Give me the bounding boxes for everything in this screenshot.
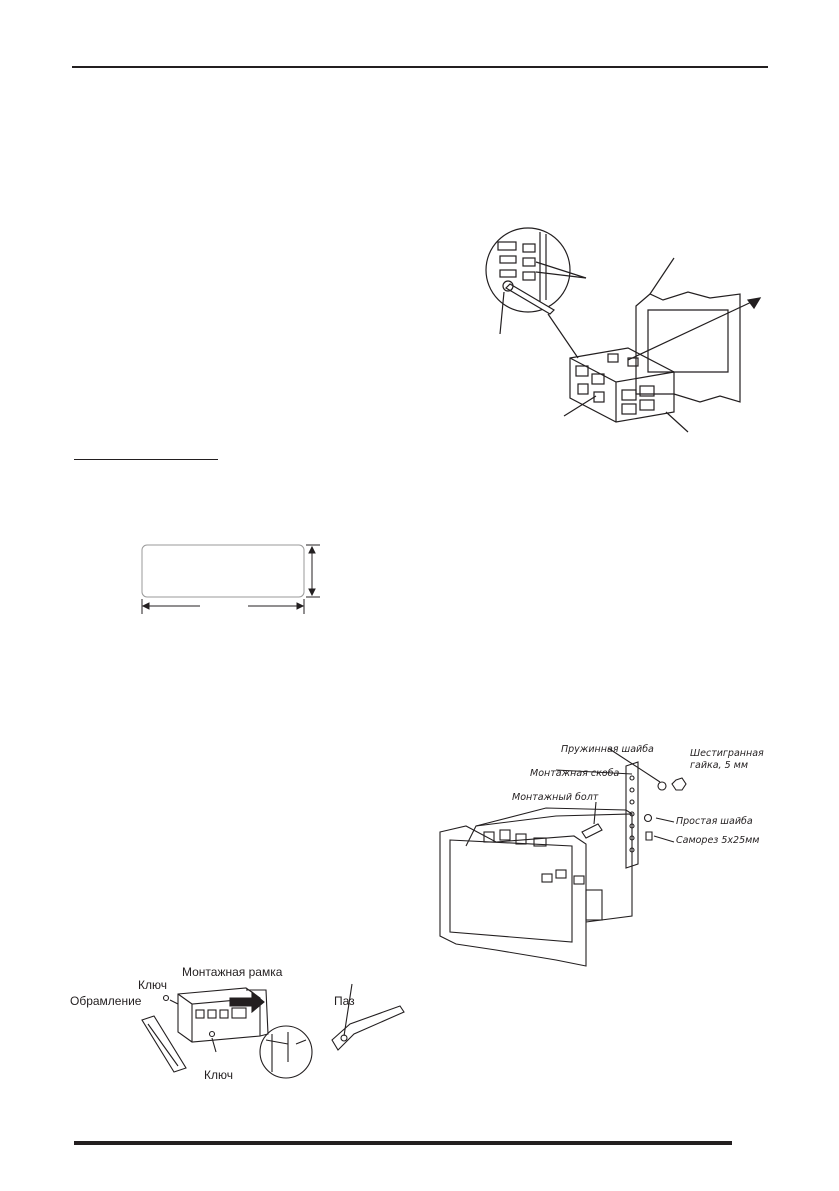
- opening-dimension-figure: [141, 544, 320, 614]
- spring-washer-label: Пружинная шайба: [561, 744, 654, 755]
- section-heading-underline: [74, 459, 218, 460]
- self-tapping-screw-label: Саморез 5x25мм: [676, 835, 759, 846]
- trim-label: Обрамление: [70, 994, 142, 1008]
- plain-washer-label: Простая шайба: [676, 816, 753, 827]
- footer-rule: [74, 1141, 732, 1145]
- bracket-mounting-figure: Пружинная шайба Шестигранная гайка, 5 мм…: [439, 744, 764, 967]
- groove-label: Паз: [334, 994, 355, 1008]
- opening-outline: [141, 544, 305, 598]
- detail-magnifier-circle: [485, 227, 571, 313]
- key-label-top: Ключ: [138, 978, 167, 992]
- sleeve-installation-figure: [485, 227, 762, 433]
- header-rule: [72, 66, 768, 68]
- hex-nut-label-line2: гайка, 5 мм: [690, 760, 748, 771]
- key-label-bottom: Ключ: [204, 1068, 233, 1082]
- hex-nut-label-line1: Шестигранная: [690, 748, 764, 759]
- mounting-bolt-label: Монтажный болт: [512, 792, 599, 803]
- removal-keys-figure: Монтажная рамка Ключ Обрамление Ключ Паз: [70, 965, 405, 1082]
- mounting-frame-label: Монтажная рамка: [182, 965, 283, 979]
- mounting-bracket-label: Монтажная скоба: [530, 768, 620, 779]
